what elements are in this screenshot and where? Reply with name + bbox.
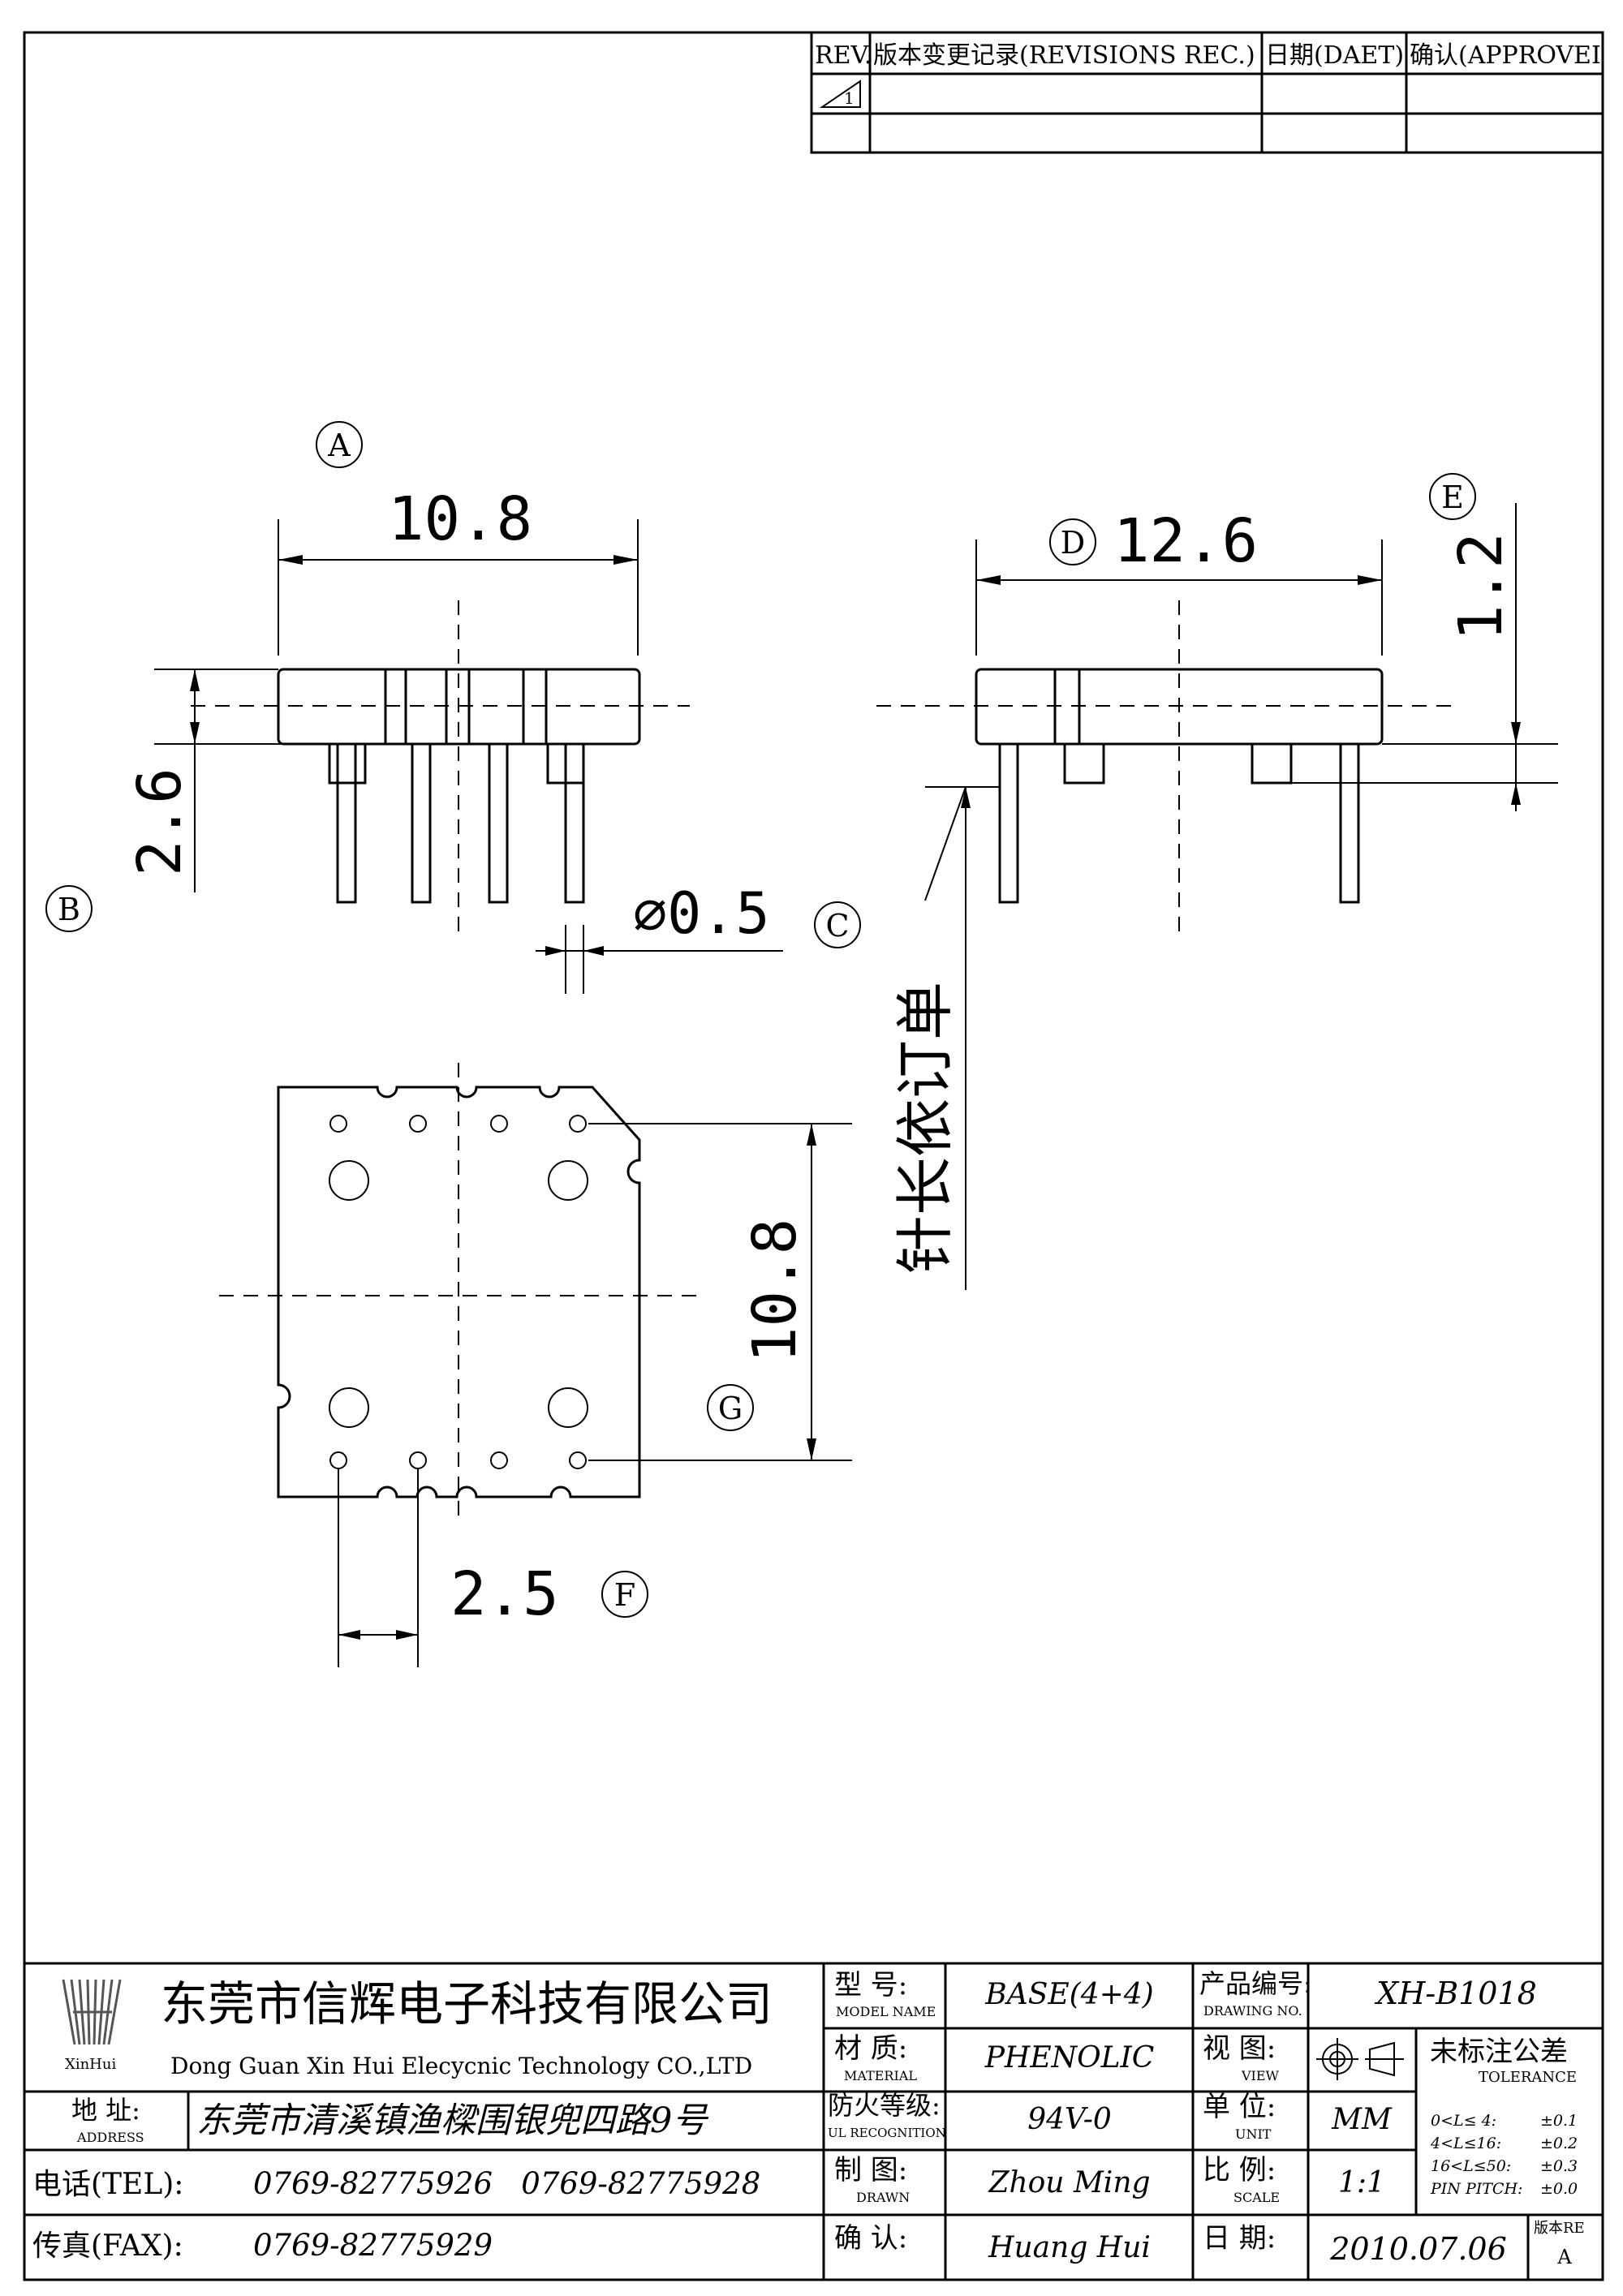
tolerance-value: ±0.1	[1540, 2112, 1578, 2130]
dimension-d-label: D	[1061, 525, 1085, 561]
svg-text:XinHui: XinHui	[65, 2056, 116, 2073]
dimension-b-label: B	[58, 892, 80, 927]
rev-header: REV.	[815, 41, 872, 70]
revision-date-header: 日期(DAET)	[1265, 41, 1404, 70]
bottom-view	[219, 1063, 698, 1517]
drawing-no-label: 产品编号:	[1199, 1968, 1312, 1999]
material-label-en: MATERIAL	[844, 2068, 917, 2083]
fax-label: 传真(FAX):	[32, 2229, 183, 2263]
tel-value: 0769-82775926 0769-82775928	[253, 2166, 760, 2201]
tolerance-range: 4<L≤16:	[1430, 2135, 1501, 2152]
material-label: 材 质:	[834, 2032, 907, 2065]
company-logo: XinHui	[62, 1979, 122, 2073]
confirm-value: Huang Hui	[988, 2231, 1151, 2264]
unit-value: MM	[1331, 2103, 1393, 2136]
dimension-c-label: C	[825, 908, 849, 944]
date-value: 2010.07.06	[1329, 2231, 1507, 2267]
view-label-en: VIEW	[1241, 2068, 1280, 2083]
sheet-border	[23, 31, 1604, 2281]
tolerance-title-en: TOLERANCE	[1479, 2069, 1577, 2086]
model-label: 型 号:	[834, 1969, 907, 2001]
dimension-a-label: A	[327, 428, 351, 463]
unit-label-en: UNIT	[1235, 2126, 1272, 2142]
dimension-g-label: G	[718, 1391, 743, 1426]
version-label: 版本RE	[1534, 2220, 1585, 2237]
drawing-no-label-en: DRAWING NO.	[1203, 2003, 1302, 2019]
tolerance-range: 16<L≤50:	[1431, 2157, 1511, 2175]
dimension-e-value: 1.2	[1446, 532, 1516, 641]
tolerance-table: 0<L≤ 4: ±0.1 4<L≤16: ±0.2 16<L≤50: ±0.3 …	[1430, 2112, 1578, 2198]
dimension-d: D 12.6	[975, 506, 1383, 656]
dimension-b: 2.6 B	[45, 669, 292, 932]
dimension-g: 10.8 G	[588, 1123, 852, 1461]
dimension-f-value: 2.5	[450, 1559, 559, 1629]
address-value: 东莞市清溪镇渔樑围银兜四路9号	[196, 2100, 708, 2141]
tolerance-value: ±0.2	[1540, 2135, 1578, 2152]
model-value: BASE(4+4)	[984, 1978, 1153, 2011]
fax-value: 0769-82775929	[253, 2228, 493, 2263]
tolerance-range: PIN PITCH:	[1430, 2180, 1522, 2198]
scale-label: 比 例:	[1203, 2154, 1276, 2186]
tolerance-value: ±0.0	[1540, 2180, 1578, 2198]
dimension-a-value: 10.8	[388, 484, 532, 554]
dimension-c: ⌀0.5 C	[536, 880, 861, 994]
tolerance-value: ±0.3	[1540, 2157, 1578, 2175]
revision-approve-header: 确认(APPROVEI	[1410, 41, 1601, 70]
dimension-b-value: 2.6	[125, 767, 195, 876]
ul-value: 94V-0	[1027, 2103, 1112, 2136]
dimension-d-value: 12.6	[1113, 506, 1258, 576]
view-label: 视 图:	[1203, 2032, 1276, 2065]
side-view: 针长依订单	[876, 600, 1461, 1290]
tolerance-title: 未标注公差	[1430, 2036, 1568, 2068]
version-value: A	[1556, 2246, 1572, 2268]
svg-text:1: 1	[844, 88, 855, 108]
revision-record-header: 版本变更记录(REVISIONS REC.)	[873, 41, 1255, 70]
drawn-label-en: DRAWN	[856, 2190, 910, 2205]
projection-symbol-icon	[1316, 2038, 1404, 2080]
confirm-label: 确 认:	[834, 2222, 907, 2255]
ul-label: 防火等级:	[828, 2090, 941, 2121]
ul-label-en: UL RECOGNITION	[828, 2126, 946, 2140]
dimension-c-value: ⌀0.5	[633, 880, 770, 947]
scale-value: 1:1	[1338, 2166, 1385, 2199]
title-block: XinHui 东莞市信辉电子科技有限公司 Dong Guan Xin Hui E…	[23, 1962, 1604, 2281]
drawing-no-value: XH-B1018	[1374, 1976, 1537, 2011]
tolerance-range: 0<L≤ 4:	[1431, 2112, 1496, 2130]
material-value: PHENOLIC	[984, 2041, 1155, 2075]
dimension-f-label: F	[614, 1577, 635, 1613]
model-label-en: MODEL NAME	[836, 2004, 936, 2019]
scale-label-en: SCALE	[1233, 2190, 1280, 2205]
dimension-g-value: 10.8	[740, 1219, 810, 1363]
revision-block: REV. 版本变更记录(REVISIONS REC.) 日期(DAET) 确认(…	[810, 31, 1604, 154]
revision-triangle-icon: 1	[819, 80, 861, 108]
dimension-e-label: E	[1441, 479, 1464, 515]
pin-length-note: 针长依订单	[891, 982, 959, 1274]
unit-label: 单 位:	[1203, 2091, 1276, 2123]
dimension-a: 10.8 A	[278, 421, 639, 656]
drawn-label: 制 图:	[834, 2154, 907, 2186]
tel-label: 电话(TEL):	[32, 2168, 183, 2201]
dimension-f: 2.5 F	[338, 1468, 648, 1667]
company-name-en: Dong Guan Xin Hui Elecycnic Technology C…	[170, 2053, 752, 2079]
front-view	[191, 600, 690, 933]
drawn-value: Zhou Ming	[988, 2166, 1150, 2199]
address-label-en: ADDRESS	[76, 2130, 144, 2145]
dimension-e: 1.2 E	[1291, 473, 1558, 811]
address-label: 地 址:	[71, 2095, 140, 2126]
date-label: 日 期:	[1203, 2222, 1276, 2255]
company-name-cn: 东莞市信辉电子科技有限公司	[161, 1976, 773, 2032]
